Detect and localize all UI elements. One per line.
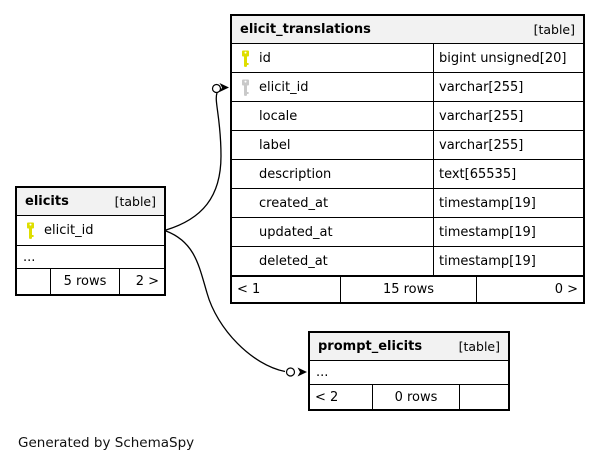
table-tag: [table] <box>533 22 575 37</box>
table-footer: < 2 0 rows <box>310 385 508 409</box>
column-row-id: id bigint unsigned[20] <box>232 44 583 73</box>
table-header[interactable]: elicit_translations [table] <box>232 16 583 44</box>
column-row-created-at: created_at timestamp[19] <box>232 189 583 218</box>
table-tag: [table] <box>114 194 156 209</box>
column-row-locale: locale varchar[255] <box>232 102 583 131</box>
zero-or-one-circle <box>211 83 222 94</box>
column-name: locale <box>259 108 298 124</box>
footer-row-count: 0 rows <box>372 385 460 409</box>
table-header[interactable]: elicits [table] <box>17 188 164 216</box>
column-type: text[65535] <box>433 160 583 188</box>
zero-or-one-circle <box>285 367 296 377</box>
column-name: description <box>259 166 332 182</box>
footer-row-count: 5 rows <box>50 269 120 294</box>
primary-key-icon <box>26 222 44 239</box>
column-row-updated-at: updated_at timestamp[19] <box>232 218 583 247</box>
primary-key-icon <box>241 50 259 67</box>
table-elicits[interactable]: elicits [table] elicit_id ... 5 rows 2 > <box>15 186 166 296</box>
arrowhead-icon <box>219 83 229 92</box>
table-footer: < 1 15 rows 0 > <box>232 276 583 302</box>
generated-by-credit: Generated by SchemaSpy <box>18 435 195 451</box>
table-footer: 5 rows 2 > <box>17 269 164 294</box>
footer-related-left: < 2 <box>315 389 339 405</box>
column-type: timestamp[19] <box>433 189 583 217</box>
column-row-description: description text[65535] <box>232 160 583 189</box>
column-row-deleted-at: deleted_at timestamp[19] <box>232 247 583 276</box>
footer-related-right: 0 > <box>554 282 578 297</box>
table-name: prompt_elicits <box>318 339 423 354</box>
table-prompt-elicits[interactable]: prompt_elicits [table] ... < 2 0 rows <box>308 331 510 411</box>
column-row-elicit-id: elicit_id <box>17 216 164 246</box>
table-header[interactable]: prompt_elicits [table] <box>310 333 508 361</box>
hidden-columns-ellipsis: ... <box>310 361 508 385</box>
footer-related-right: 2 > <box>135 274 159 289</box>
column-type: timestamp[19] <box>433 247 583 275</box>
column-row-elicit-id: elicit_id varchar[255] <box>232 73 583 102</box>
column-name: created_at <box>259 195 329 211</box>
table-elicit-translations[interactable]: elicit_translations [table] id bigint un… <box>230 14 585 304</box>
arrowhead-icon <box>297 367 307 377</box>
column-name: elicit_id <box>44 223 94 238</box>
column-type: varchar[255] <box>433 73 583 101</box>
column-name: updated_at <box>259 224 333 240</box>
table-name: elicit_translations <box>240 22 371 37</box>
column-type: varchar[255] <box>433 131 583 159</box>
column-row-label: label varchar[255] <box>232 131 583 160</box>
hidden-columns-ellipsis: ... <box>17 246 164 269</box>
footer-related-left: < 1 <box>237 282 261 297</box>
column-type: timestamp[19] <box>433 218 583 246</box>
table-name: elicits <box>25 194 69 209</box>
foreign-key-icon <box>241 79 259 96</box>
column-name: deleted_at <box>259 253 328 269</box>
footer-related-left <box>17 269 50 294</box>
connector-elicits-to-elicit-translations <box>165 83 229 231</box>
column-type: bigint unsigned[20] <box>433 44 583 72</box>
column-name: label <box>259 137 291 153</box>
footer-related-right <box>460 385 508 409</box>
column-name: elicit_id <box>259 79 309 95</box>
footer-row-count: 15 rows <box>340 277 477 302</box>
table-tag: [table] <box>458 339 500 354</box>
column-name: id <box>259 50 271 66</box>
column-type: varchar[255] <box>433 102 583 130</box>
